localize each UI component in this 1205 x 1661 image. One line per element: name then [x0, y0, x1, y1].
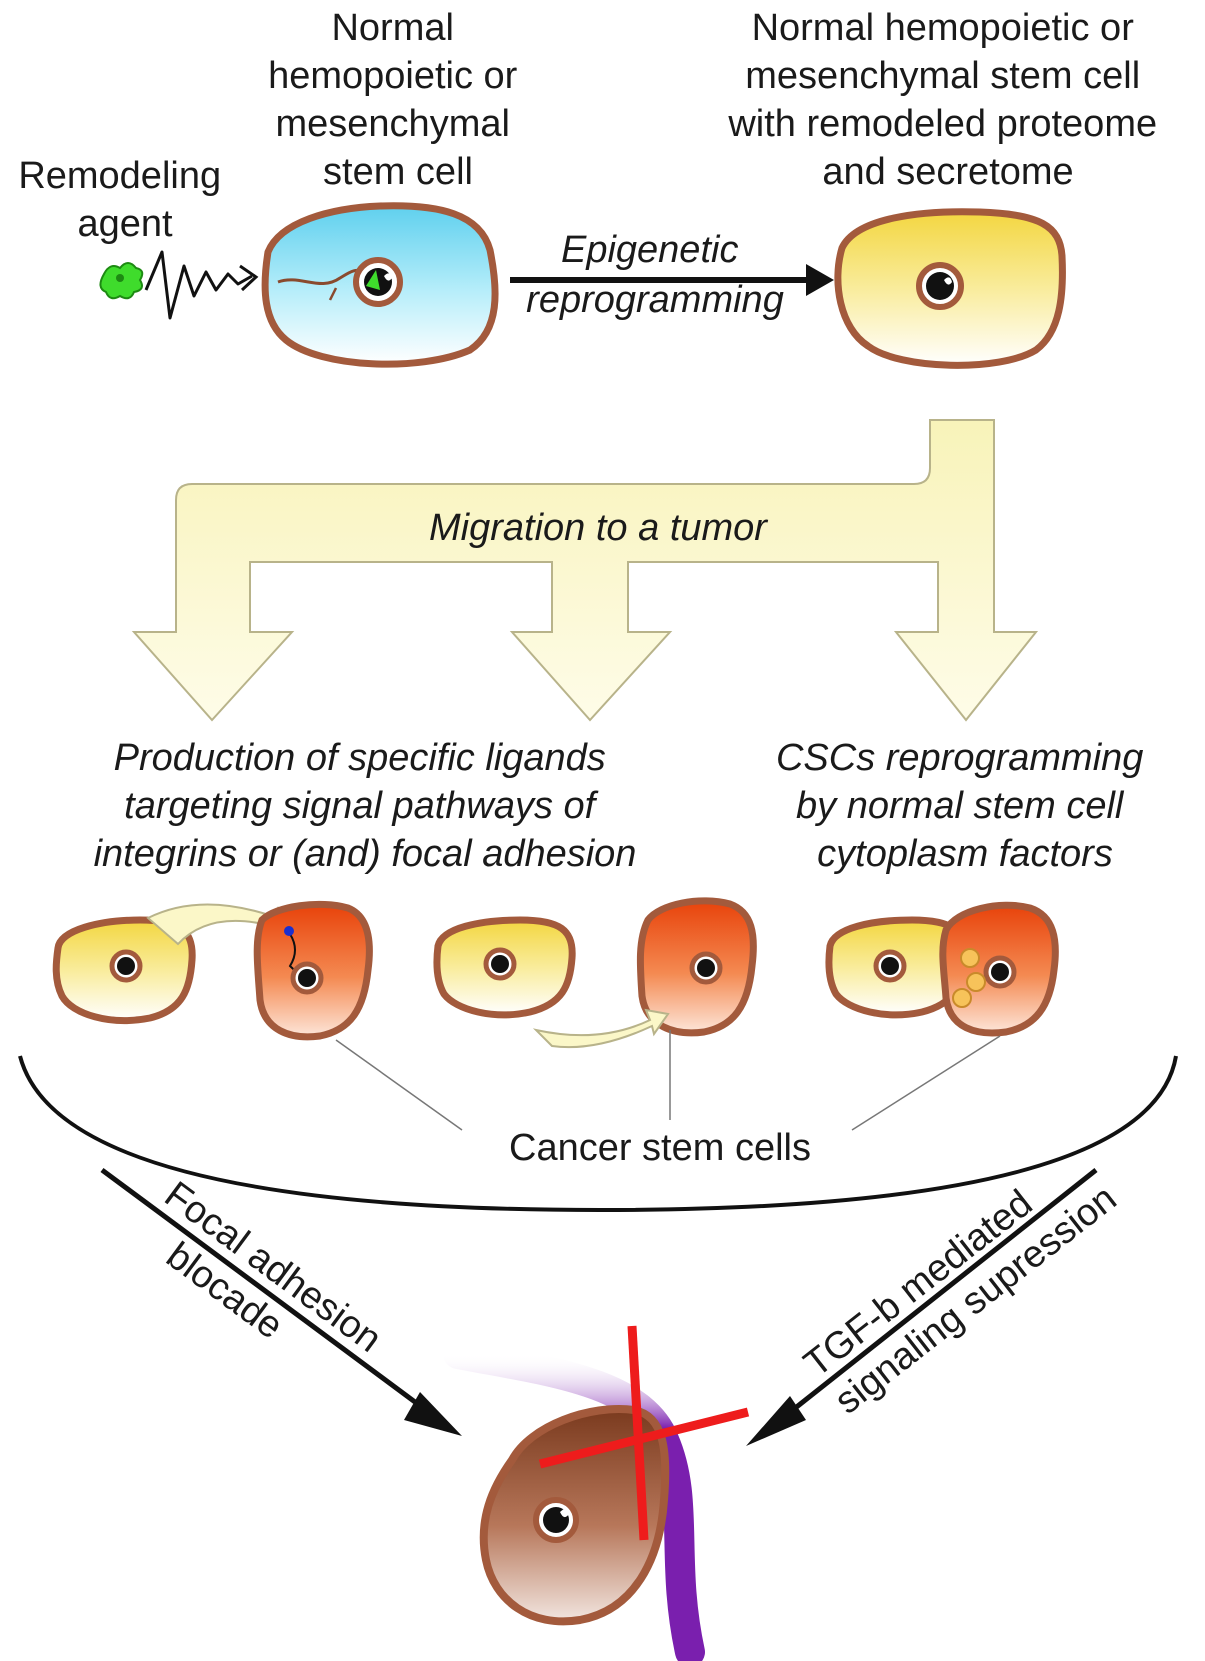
agent-spot: [116, 274, 124, 282]
normal-cell-label: Normal hemopoietic or mesenchymal stem c…: [268, 7, 528, 193]
signal-arrowhead: [239, 264, 259, 292]
interaction-group-2: [433, 897, 757, 1049]
normal-stem-cell: [261, 202, 499, 368]
interaction-group-1: [52, 900, 373, 1041]
migration-label: Migration to a tumor: [429, 507, 768, 549]
tgfb-label: TGF-b mediated signaling supression: [797, 1140, 1125, 1424]
callout-line-3: [851, 1035, 1001, 1131]
migration-arrow: [131, 419, 1039, 722]
tgfb-arrow: [768, 1168, 1098, 1430]
block-cross-line-2: [538, 1407, 750, 1469]
focal-adhesion-arrowhead: [404, 1392, 462, 1436]
cscs-label: CSCs reprogramming by normal stem cell c…: [776, 737, 1154, 875]
cytoplasm-factor-dot: [960, 948, 980, 968]
cancer-stem-cells-label: Cancer stem cells: [509, 1127, 811, 1169]
remodeled-stem-cell: [834, 208, 1066, 369]
cytoplasm-factor-dot: [966, 972, 986, 992]
epigenetic-label: Epigenetic reprogramming: [526, 229, 784, 321]
remodeling-agent-label: Remodeling agent: [18, 155, 231, 245]
ligands-label: Production of specific ligands targeting…: [94, 737, 637, 875]
cytoplasm-factor-dot: [952, 988, 972, 1008]
callout-line-1: [335, 1039, 463, 1131]
tgfb-arrowhead: [746, 1396, 806, 1446]
remodeled-cell-label: Normal hemopoietic or mesenchymal stem c…: [727, 7, 1167, 193]
block-cross-line-1: [627, 1325, 649, 1541]
epigenetic-arrowhead: [806, 264, 834, 296]
grouping-bracket: [18, 1055, 1178, 1213]
ligand-arrow-2: [532, 1008, 670, 1049]
blocked-cancer-stem-cell: [479, 1405, 670, 1626]
signal-zigzag: [144, 250, 253, 320]
focal-adhesion-arrow: [100, 1167, 444, 1425]
interaction-group-3: [825, 901, 1059, 1037]
